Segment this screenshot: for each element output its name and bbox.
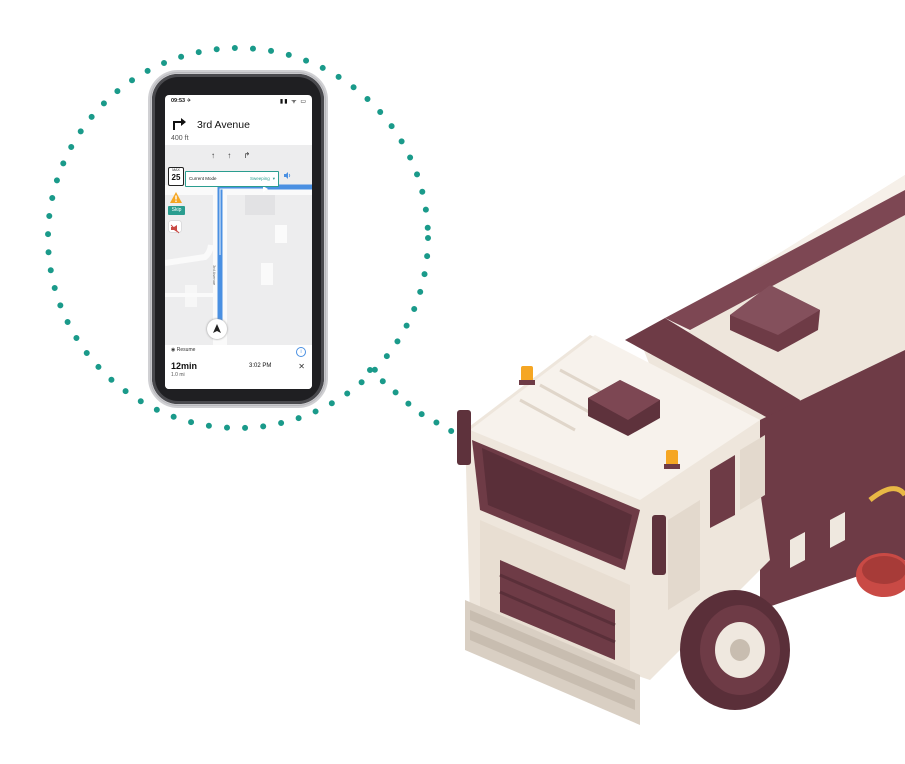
lane-guidance: ↑ ↑ ↱	[211, 151, 256, 160]
map-view[interactable]: ↑ ↑ ↱ MAX 25 Current Mode Sweeping▾ Skip	[165, 145, 312, 345]
dotted-circle	[45, 45, 431, 431]
speaker-icon[interactable]	[283, 171, 292, 180]
warning-icon	[170, 192, 182, 203]
navigation-header: 3rd Avenue 400 ft	[165, 107, 312, 151]
trip-duration: 12min	[171, 361, 198, 371]
resume-label: Resume	[176, 347, 196, 353]
skip-button[interactable]: Skip	[168, 206, 185, 215]
navigation-arrow-icon	[213, 324, 221, 333]
current-location-puck	[207, 319, 227, 339]
status-bar: 09:53 ✈ ▮▮ ᯤ ▭	[165, 95, 312, 107]
trip-distance: 1.0 mi	[171, 372, 185, 378]
resume-button[interactable]: ◉ Resume	[171, 347, 196, 353]
street-label-vertical: 3rd Avenue	[212, 265, 217, 286]
info-icon[interactable]: i	[296, 347, 306, 357]
turn-distance: 400 ft	[171, 135, 189, 142]
speed-limit-value: 25	[171, 173, 181, 182]
chevron-down-icon: ▾	[272, 176, 275, 181]
route-line	[217, 184, 312, 335]
front-wheel	[680, 590, 790, 710]
mode-label: Current Mode	[189, 176, 217, 181]
mode-value-text: Sweeping	[249, 176, 270, 181]
right-turn-arrow-icon	[173, 118, 186, 130]
speed-limit-label: MAX	[172, 168, 180, 172]
mode-selector[interactable]: Current Mode Sweeping▾	[185, 171, 279, 187]
phone-case	[148, 70, 328, 408]
street-name: 3rd Avenue	[197, 119, 250, 131]
mode-value: Sweeping▾	[250, 176, 275, 182]
megaphone-muted-icon	[170, 224, 180, 234]
beacon-light-left	[519, 366, 535, 385]
street-sweeper-truck	[457, 175, 905, 725]
status-time: 09:53 ✈	[171, 98, 192, 104]
phone-screen: 09:53 ✈ ▮▮ ᯤ ▭ 3rd Avenue 400 ft	[165, 95, 312, 389]
mute-alert-button[interactable]	[169, 221, 181, 234]
speed-limit-sign: MAX 25	[168, 167, 184, 186]
arrival-time: 3:02 PM	[249, 363, 272, 369]
signal-wifi-battery-icon: ▮▮ ᯤ ▭	[279, 99, 307, 105]
smartphone: 09:53 ✈ ▮▮ ᯤ ▭ 3rd Avenue 400 ft	[148, 70, 328, 408]
close-icon[interactable]: ✕	[298, 362, 305, 371]
trip-summary-bar: ◉ Resume i 12min 1.0 mi 3:02 PM ✕	[165, 345, 312, 389]
beacon-light-right	[664, 450, 680, 469]
